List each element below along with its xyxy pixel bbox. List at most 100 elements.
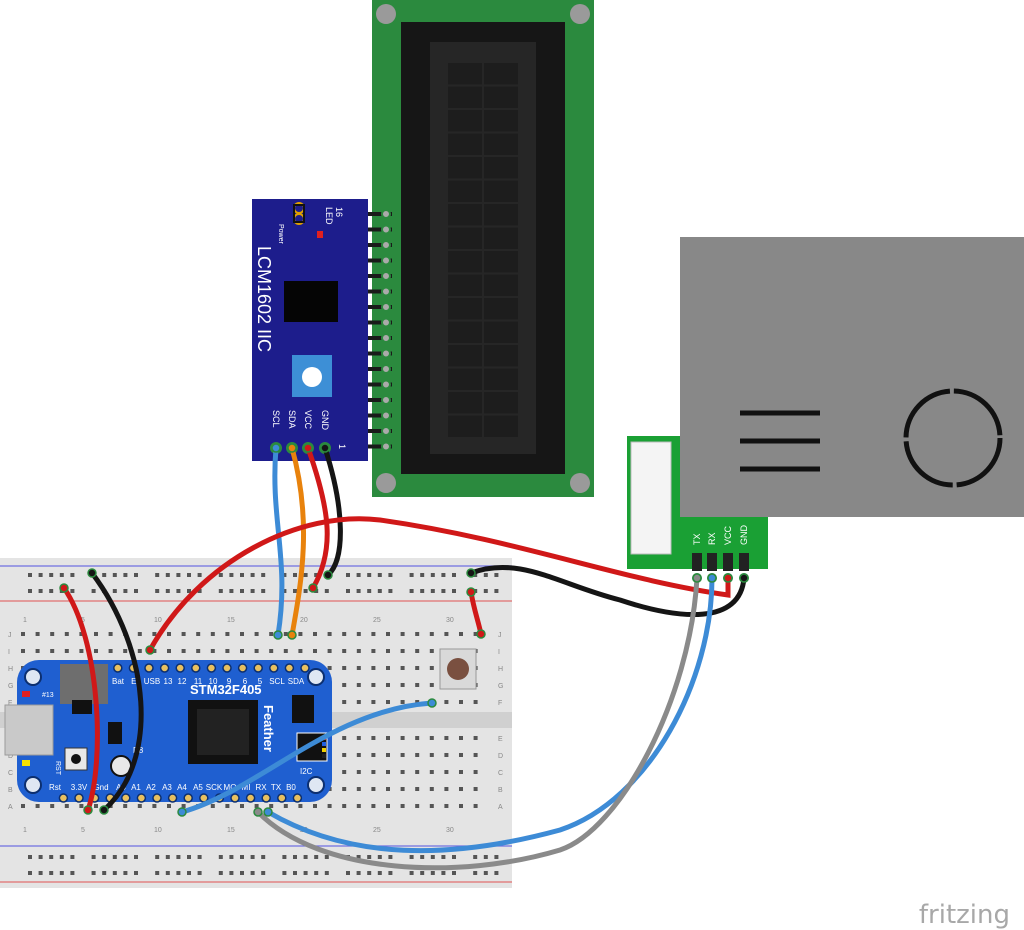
mount-hole-icon [24,668,42,686]
breadboard-hole [108,632,113,636]
breadboard-hole [112,871,117,875]
breadboard-hole [356,753,361,757]
breadboard-hole [429,736,434,740]
lcd-char-cell [448,86,482,108]
breadboard-hole [64,804,69,808]
breadboard-hole [79,804,84,808]
wires [61,445,747,871]
rst-side-label: RST [54,761,61,776]
breadboard-hole [459,632,463,636]
lcd-pin-pad [381,317,391,328]
feather-bottom-pin-label: MO [224,783,237,792]
breadboard-hole [187,855,191,859]
lcd-pin-pad [381,333,391,343]
breadboard-hole [94,649,98,653]
column-number: 10 [154,617,162,624]
wire-end [308,583,318,593]
breadboard-hole [473,787,478,791]
feather-bottom-pin-label: A1 [131,783,141,792]
breadboard-hole [388,871,393,875]
breadboard-hole [473,855,478,859]
breadboard-hole [324,589,329,593]
wire-end [466,568,476,578]
breadboard-hole [400,700,405,704]
breadboard-hole [261,855,266,859]
breadboard-hole [35,649,40,653]
breadboard-hole [225,649,230,653]
lcd-char-cell [484,368,518,390]
breadboard-hole [473,804,478,808]
breadboard-hole [430,589,435,593]
breadboard-hole [49,871,54,875]
breadboard-hole [50,804,55,808]
feather-pad [269,663,279,673]
breadboard-hole [91,589,96,593]
wire-end [476,629,486,639]
breadboard-hole [356,871,361,875]
lcd-char-cell [484,298,518,320]
breadboard-hole [28,589,32,593]
lcd-pin-pad [381,224,391,235]
lcd-pin-pad [381,441,391,452]
lcd-char-cell [484,392,518,414]
feather-top-pin-label: Bat [112,677,125,686]
feather-bottom-pin-label: RX [255,783,267,792]
breadboard-hole [254,632,259,636]
breadboard-hole [269,649,274,653]
wire-gnd-black-feather [89,570,144,813]
wire-end [303,443,313,453]
breadboard-hole [303,589,308,593]
breadboard-hole [327,632,332,636]
breadboard-hole [356,787,361,791]
breadboard-hole [346,871,350,875]
lcd-char-cell [448,251,482,273]
breadboard-hole [409,573,414,577]
i2c-label: I2C [300,767,313,776]
breadboard-hole [112,589,117,593]
i2c-wire-yellow [322,748,326,752]
feather-top-pin-label: 5 [258,677,263,686]
breadboard-hole [386,736,390,740]
i2c-wire-blue [322,742,326,746]
breadboard-hole [494,573,499,577]
wire-end [59,583,69,593]
breadboard-hole [152,632,157,636]
breadboard-hole [342,649,347,653]
wire-sensor-vcc-red [147,516,731,653]
breadboard-hole [229,871,234,875]
breadboard-hole [91,871,96,875]
module-label: LCM1602 IIC [254,246,274,352]
breadboard-hole [429,787,434,791]
breadboard-hole [444,736,449,740]
breadboard-hole [155,589,160,593]
lcd-pin-pad [381,302,391,312]
feather-bottom-pin-label: A2 [146,783,156,792]
breadboard-hole [240,871,244,875]
lcd-char-cell [484,251,518,273]
breadboard-hole [388,855,393,859]
mount-hole-icon [376,473,396,493]
wire-end [273,630,283,640]
breadboard-hole [229,855,234,859]
lcd-char-cell [484,133,518,155]
breadboard-hole [400,770,405,774]
sensor-pin-label: VCC [723,525,733,545]
breadboard-hole [70,871,75,875]
breadboard-hole [64,632,69,636]
feather-pad [261,793,271,803]
breadboard-hole [313,804,317,808]
breadboard-hole [167,649,171,653]
sensor-pin-label: TX [692,533,702,545]
lcd-pin-pad [381,286,391,297]
feather-pad [175,663,185,673]
breadboard-hole [250,871,255,875]
breadboard-hole [79,632,84,636]
mount-hole-icon [307,776,325,794]
breadboard-hole [137,649,142,653]
breadboard-hole [229,573,234,577]
breadboard-hole [346,589,350,593]
breadboard-hole [483,589,488,593]
breadboard-hole [444,804,449,808]
